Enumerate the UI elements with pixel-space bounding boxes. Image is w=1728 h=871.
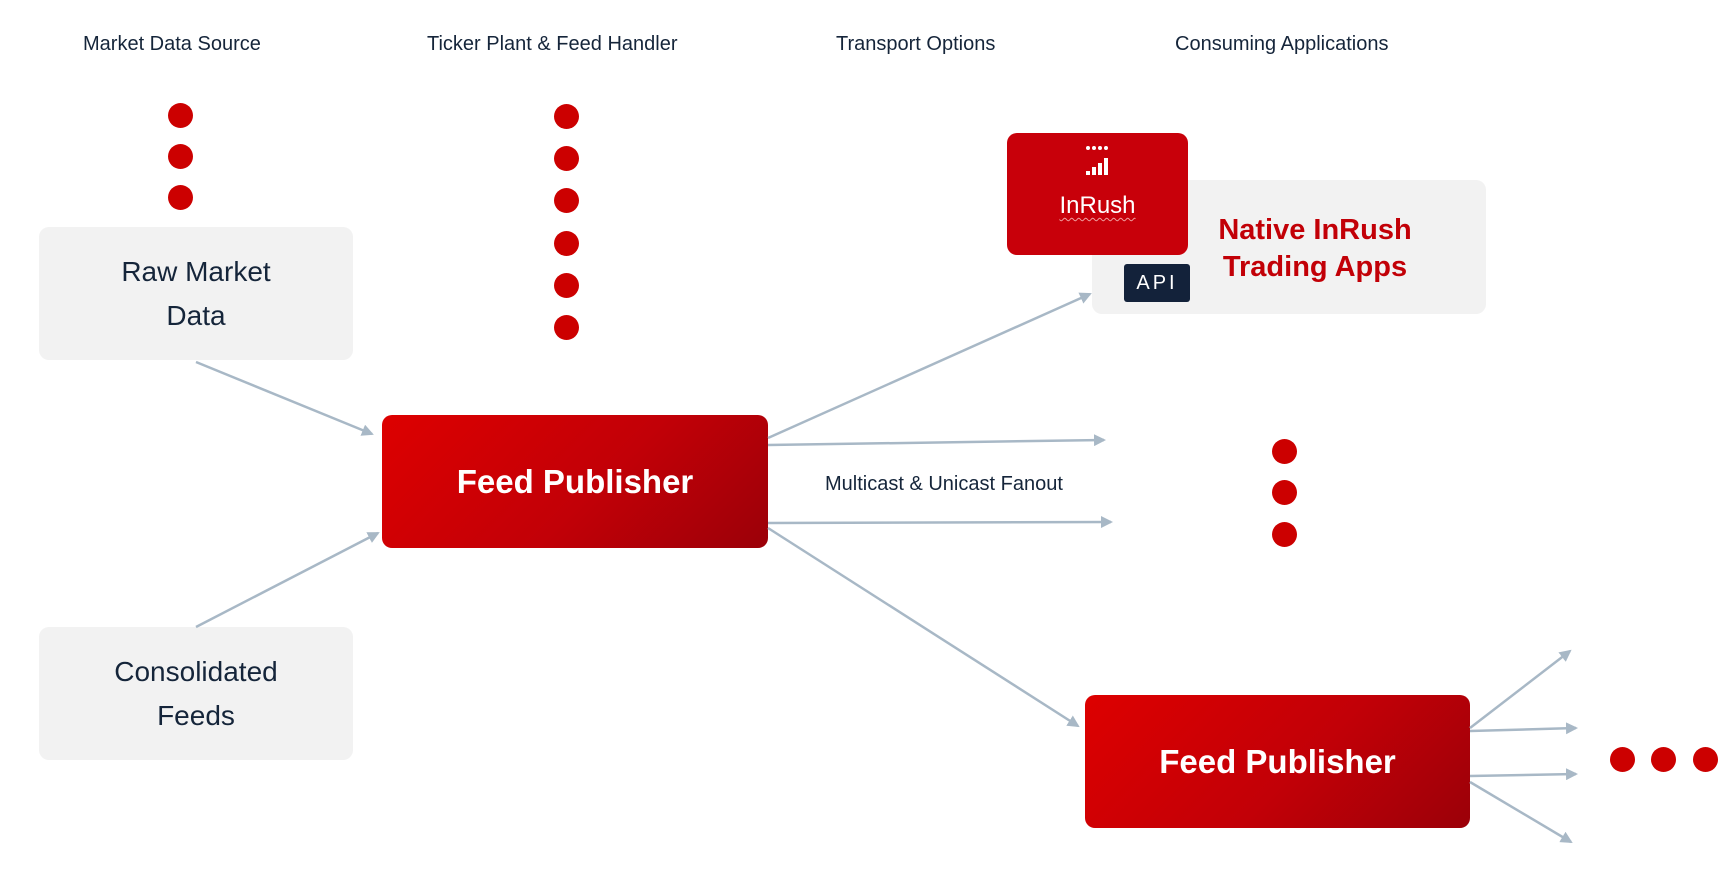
ellipsis-dot-icon <box>554 104 579 129</box>
arrow-icon <box>767 526 1080 728</box>
arrow-icon <box>195 360 374 436</box>
raw-market-data-box: Raw Market Data <box>39 227 353 360</box>
header-ticker-plant: Ticker Plant & Feed Handler <box>427 33 678 55</box>
arrow-icon <box>1469 649 1572 729</box>
raw-market-data-label-line1: Raw Market <box>121 255 271 287</box>
header-consuming-applications: Consuming Applications <box>1175 33 1389 55</box>
arrow-icon <box>1469 780 1573 844</box>
inrush-card: InRush <box>1007 133 1188 255</box>
arrow-icon <box>767 516 1113 529</box>
ellipsis-dot-icon <box>1610 747 1635 772</box>
arrow-icon <box>1469 768 1578 781</box>
ellipsis-dot-icon <box>554 146 579 171</box>
ellipsis-dot-icon <box>554 188 579 213</box>
api-badge: API <box>1124 264 1190 302</box>
ellipsis-dot-icon <box>1272 522 1297 547</box>
ellipsis-dot-icon <box>168 103 193 128</box>
ellipsis-dot-icon <box>168 144 193 169</box>
header-transport-options: Transport Options <box>836 33 996 55</box>
consolidated-feeds-label-line1: Consolidated <box>114 655 278 687</box>
arrow-icon <box>1469 722 1578 735</box>
feed-publisher-main: Feed Publisher <box>382 415 768 548</box>
ellipsis-dot-icon <box>1272 480 1297 505</box>
signal-bars-icon <box>1086 146 1108 175</box>
ellipsis-dot-icon <box>1651 747 1676 772</box>
feed-publisher-secondary: Feed Publisher <box>1085 695 1470 828</box>
consolidated-feeds-box: Consolidated Feeds <box>39 627 353 760</box>
ellipsis-dot-icon <box>1272 439 1297 464</box>
native-inrush-label-line1: Native InRush <box>1218 214 1412 246</box>
consolidated-feeds-label-line2: Feeds <box>157 699 235 731</box>
ellipsis-dot-icon <box>554 315 579 340</box>
arrow-icon <box>195 531 380 629</box>
ellipsis-dot-icon <box>554 231 579 256</box>
arrow-icon <box>767 292 1092 440</box>
ellipsis-dot-icon <box>554 273 579 298</box>
raw-market-data-label-line2: Data <box>166 299 226 331</box>
header-market-data-source: Market Data Source <box>83 33 261 55</box>
ellipsis-dot-icon <box>1693 747 1718 772</box>
multicast-unicast-fanout-label: Multicast & Unicast Fanout <box>825 473 1063 495</box>
ellipsis-dot-icon <box>168 185 193 210</box>
inrush-label: InRush <box>1059 192 1136 219</box>
native-inrush-apps-label: Native InRush Trading Apps <box>1190 212 1440 286</box>
native-inrush-label-line2: Trading Apps <box>1222 251 1408 283</box>
arrow-icon <box>767 434 1106 447</box>
